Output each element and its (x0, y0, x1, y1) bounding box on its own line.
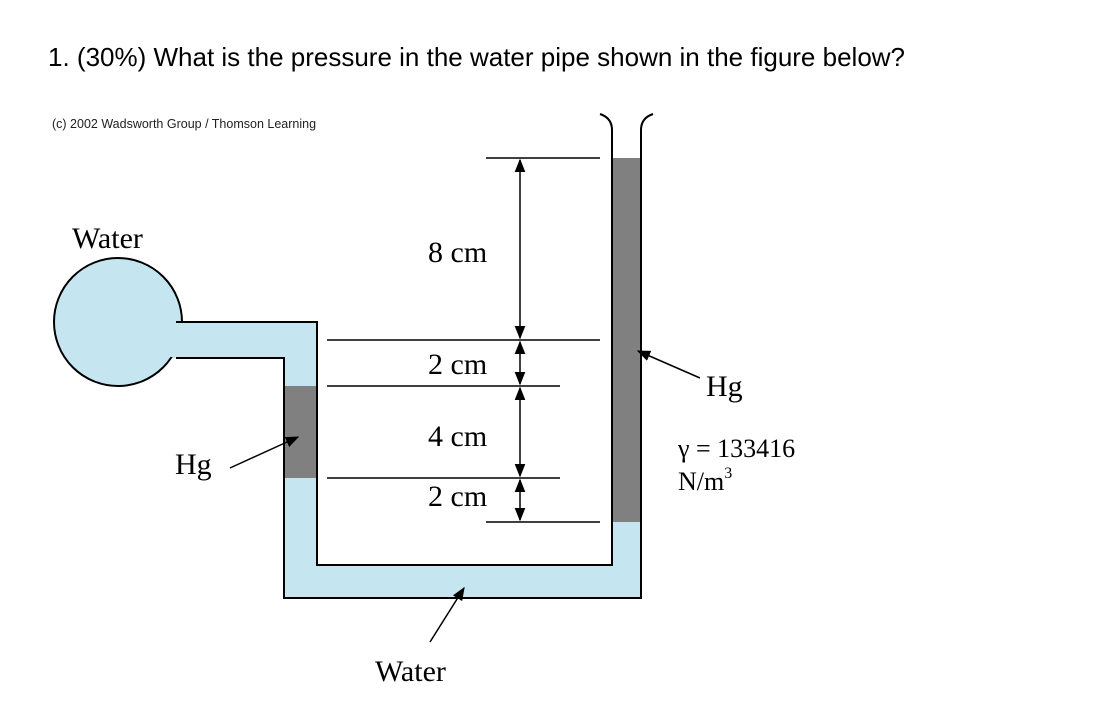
label-water-top: Water (72, 222, 143, 255)
specific-weight-value: γ = 133416 (677, 434, 795, 463)
leader-hg-left (229, 436, 300, 469)
dimension-label-4cm: 4 cm (428, 420, 487, 453)
question-text: 1. (30%) What is the pressure in the wat… (48, 42, 906, 72)
label-hg-right: Hg (706, 370, 743, 403)
dimension-label-2cm-upper: 2 cm (428, 348, 487, 381)
dimension-label-2cm-lower: 2 cm (428, 480, 487, 513)
leader-arrows (229, 350, 701, 643)
leader-water-bottom (429, 586, 465, 643)
leader-hg-right (636, 350, 701, 379)
label-water-bottom: Water (375, 655, 446, 688)
level-lines (327, 157, 600, 523)
dimension-label-8cm: 8 cm (428, 236, 487, 269)
water-bulb (53, 257, 183, 387)
mercury-right-column (612, 158, 641, 522)
unit-base: N/m (678, 467, 724, 496)
pipe-outline (176, 113, 654, 599)
mercury-left-column (284, 386, 317, 478)
label-hg-left: Hg (175, 448, 212, 481)
unit-exponent: 3 (724, 465, 732, 482)
specific-weight-unit: N/m3 (678, 465, 732, 496)
copyright-credit: (c) 2002 Wadsworth Group / Thomson Learn… (52, 117, 317, 131)
water-fill (160, 322, 641, 598)
